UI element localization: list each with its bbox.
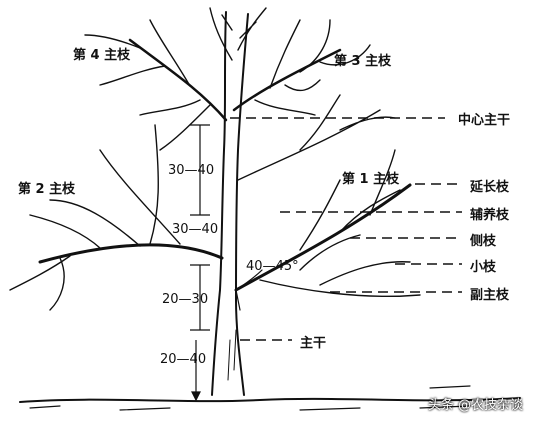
label-dim-bottom: 20—40 [160, 352, 207, 367]
label-trunk: 主干 [300, 336, 327, 351]
branch-2 [38, 243, 224, 264]
label-branch-1: 第 1 主枝 [342, 172, 400, 187]
trunk-left-edge [211, 11, 227, 396]
label-branch-3: 第 3 主枝 [334, 54, 392, 69]
ground-texture [29, 385, 471, 411]
label-lateral-shoot: 侧枝 [470, 234, 497, 249]
trunk-right-edge [235, 13, 249, 396]
label-branch-4: 第 4 主枝 [73, 48, 131, 63]
ground-line [19, 397, 521, 403]
label-branch-2: 第 2 主枝 [18, 182, 76, 197]
angle-arc [235, 269, 263, 291]
label-twig: 小枝 [470, 260, 497, 275]
branch-3 [232, 48, 342, 112]
label-extension-shoot: 延长枝 [470, 180, 510, 195]
label-auxiliary-shoot: 辅养枝 [470, 208, 510, 223]
label-sub-main-branch: 副主枝 [470, 288, 510, 303]
label-dim-middle: 30—40 [172, 222, 219, 237]
label-dim-lower: 20—30 [162, 292, 209, 307]
trunk-texture [227, 329, 237, 381]
branch-4 [128, 38, 228, 122]
label-angle: 40—45° [246, 259, 299, 274]
label-dim-upper: 30—40 [168, 163, 215, 178]
branch-1 [234, 183, 412, 292]
watermark: 头条 @农技杂谈 [427, 398, 523, 413]
label-central-leader: 中心主干 [458, 113, 511, 128]
